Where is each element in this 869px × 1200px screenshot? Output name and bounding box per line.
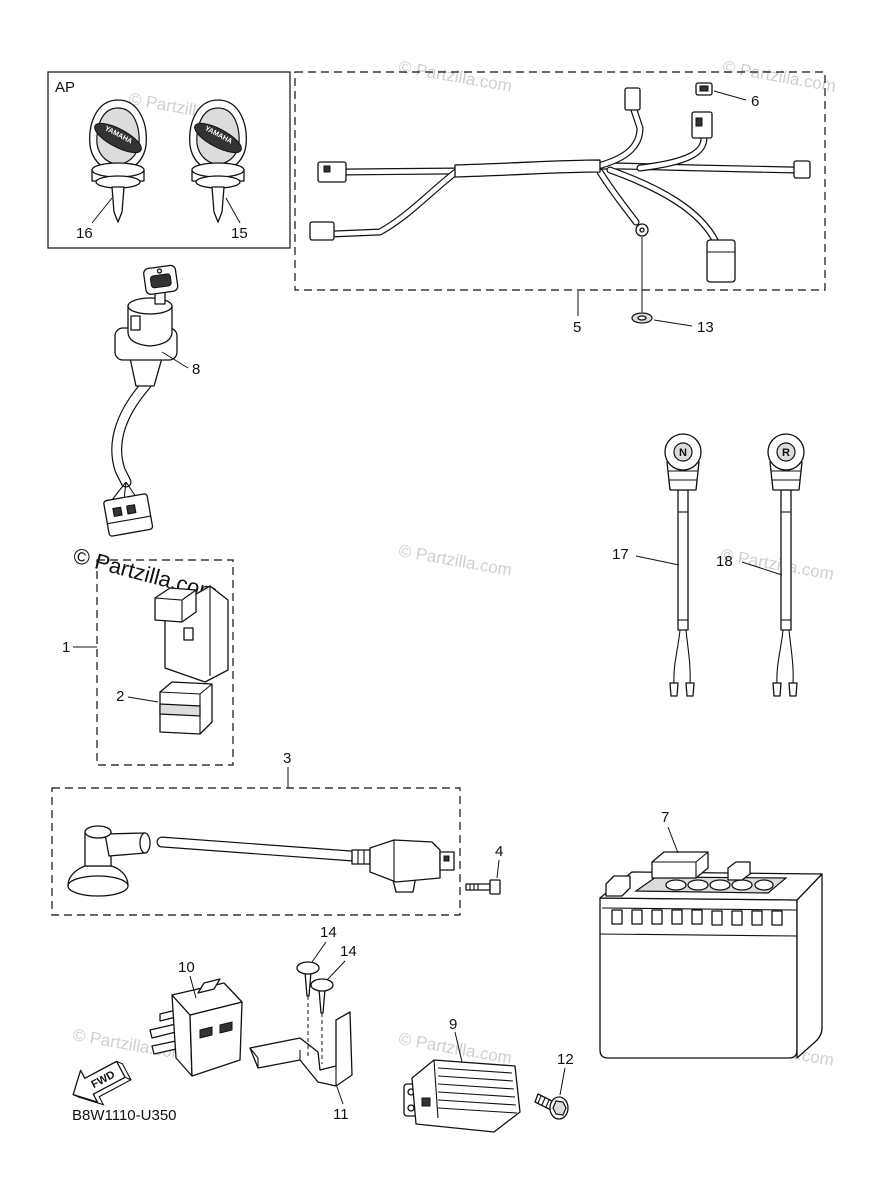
watermark-text: © Partzilla.com — [719, 545, 835, 584]
key-16: YAMAHA — [89, 99, 147, 223]
switch-connector — [103, 493, 154, 537]
callout-3: 3 — [283, 750, 291, 767]
callout-16: 16 — [76, 225, 93, 242]
ap-key-group: AP YAMAHA YAMAHA 16 15 — [47, 71, 291, 249]
leader-14a — [311, 941, 327, 963]
leader-15 — [225, 197, 241, 224]
main-switch: 8 — [103, 264, 200, 537]
screw-14a: 14 — [296, 924, 337, 997]
harness-connector — [317, 161, 347, 183]
wire-harness: 6 5 13 — [294, 71, 826, 336]
harness-sheath — [454, 159, 601, 178]
bolt-4 — [465, 879, 501, 895]
screw-14b: 14 — [310, 943, 357, 1014]
leader-9 — [454, 1031, 463, 1063]
leader-13 — [653, 319, 693, 327]
relay-group: 1 2 — [62, 559, 234, 766]
ignition-coil-group: 3 4 — [51, 750, 503, 916]
washer — [631, 312, 653, 324]
reverse-symbol: R — [782, 447, 790, 459]
leader-14b — [326, 960, 346, 981]
relay-10: 10 — [149, 959, 243, 1077]
relay-unit — [154, 587, 197, 623]
spark-plug-cap — [67, 825, 151, 897]
callout-18: 18 — [716, 553, 733, 570]
callout-10: 10 — [178, 959, 195, 976]
harness-connector — [624, 87, 641, 111]
leader-18 — [741, 561, 783, 576]
key-15: YAMAHA — [189, 99, 247, 223]
relay-group-box — [96, 559, 234, 766]
callout-12: 12 — [557, 1051, 574, 1068]
regulator-9: 9 — [403, 1016, 521, 1133]
harness-box — [294, 71, 826, 291]
bracket-11: 11 — [249, 996, 353, 1123]
leader-2 — [127, 696, 159, 703]
ap-box — [47, 71, 291, 249]
diagram-ref-code: B8W1110-U350 — [72, 1107, 177, 1124]
relay-part-2 — [159, 681, 213, 735]
harness-connector — [706, 239, 736, 283]
callout-14b: 14 — [340, 943, 357, 960]
battery-terminal — [727, 861, 751, 881]
ignition-coil — [351, 839, 455, 893]
callout-8: 8 — [192, 361, 200, 378]
leader-4 — [496, 859, 500, 879]
ignition-coil-box — [51, 787, 461, 916]
watermark-text: © Partzilla.com — [397, 541, 513, 580]
neutral-switch: N — [664, 433, 702, 697]
callout-4: 4 — [495, 843, 503, 860]
watermark-text: © Partzilla.com — [721, 57, 837, 96]
callout-15: 15 — [231, 225, 248, 242]
callout-11: 11 — [333, 1106, 349, 1123]
callout-9: 9 — [449, 1016, 457, 1033]
harness-connector — [309, 221, 335, 241]
leader-11 — [335, 1083, 344, 1105]
callout-7: 7 — [661, 809, 669, 826]
callout-5: 5 — [573, 319, 581, 336]
reverse-switch: R — [767, 433, 805, 697]
leader-16 — [91, 197, 113, 224]
callout-6: 6 — [751, 93, 759, 110]
neutral-symbol: N — [679, 447, 687, 459]
battery: 7 — [599, 809, 823, 1059]
callout-1: 1 — [62, 639, 70, 656]
watermark-text: © Partzilla.com — [397, 57, 513, 96]
leader-12 — [559, 1067, 566, 1096]
leader-10 — [189, 975, 197, 999]
leader-6 — [713, 90, 747, 101]
callout-14a: 14 — [320, 924, 337, 941]
ap-label: AP — [55, 79, 75, 96]
callout-13: 13 — [697, 319, 714, 336]
harness-connector — [793, 160, 811, 179]
forward-arrow-icon: FWD — [72, 1060, 132, 1106]
leader-8 — [161, 351, 189, 369]
bolt-12: 12 — [534, 1051, 574, 1120]
leader-17 — [635, 555, 680, 566]
callout-2: 2 — [116, 688, 124, 705]
battery-terminal — [605, 875, 631, 897]
callout-17: 17 — [612, 546, 629, 563]
leader-7 — [667, 826, 679, 854]
